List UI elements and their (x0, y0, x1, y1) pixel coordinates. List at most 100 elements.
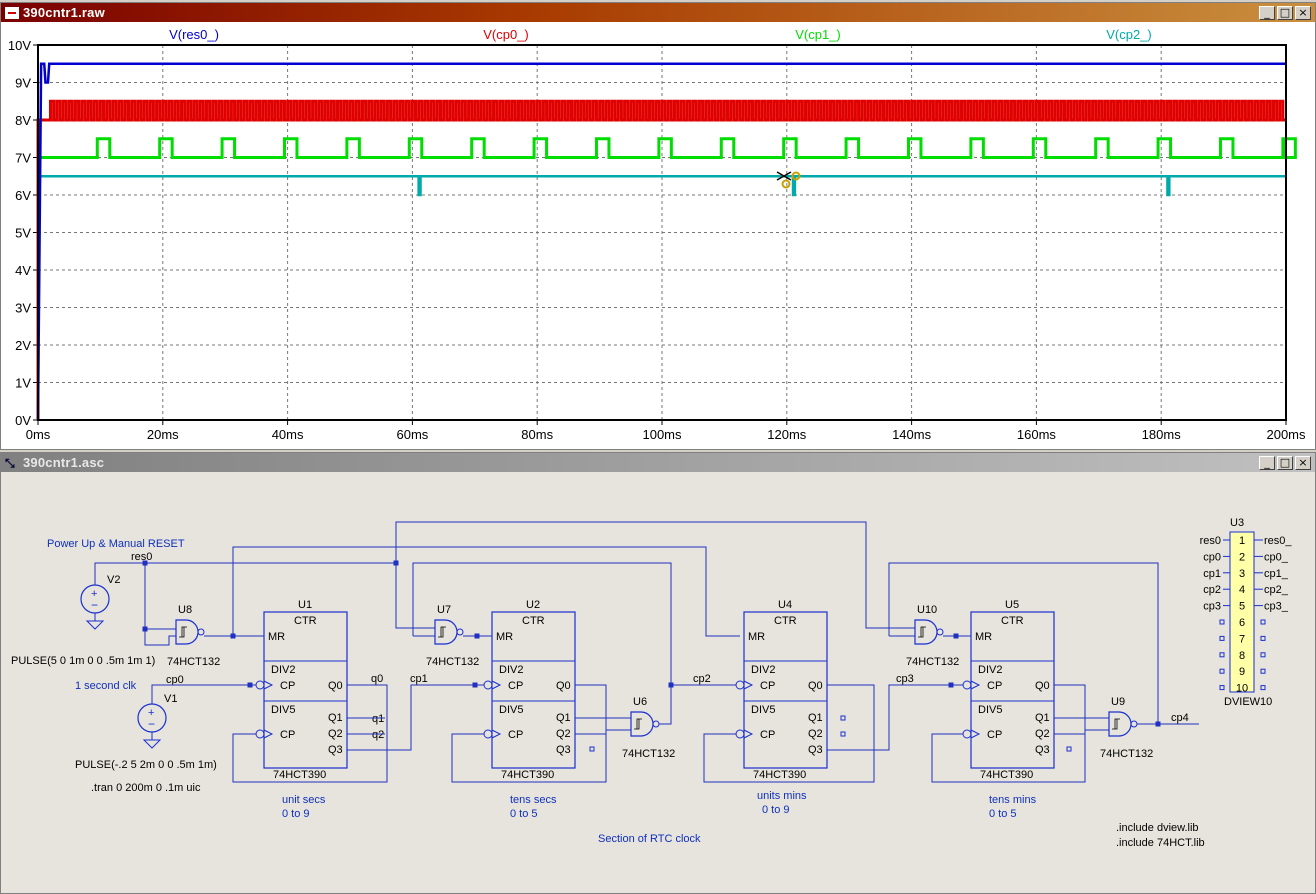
counter-u2-cp-bubble (483, 680, 493, 690)
waveform-app-icon (5, 6, 19, 19)
x-tick-label: 0ms (26, 427, 51, 442)
y-tick-label: 9V (15, 76, 31, 91)
dview-open-pin (1219, 619, 1225, 625)
junction-dot (474, 633, 480, 639)
dview-pin-number: 9 (1239, 666, 1245, 678)
v2-pulse-label: PULSE(5 0 1m 0 0 .5m 1m 1) (11, 655, 155, 667)
wire (575, 729, 631, 735)
counter-u5-part: 74HCT390 (980, 769, 1033, 781)
counter-u4-cp-bubble (735, 680, 745, 690)
counter-u4-ctr: CTR (774, 615, 797, 627)
gate-u6-bubble (652, 720, 660, 728)
legend-V(cp0_): V(cp0_) (483, 27, 529, 42)
waveform-titlebar[interactable]: 390cntr1.raw _ □ × (1, 3, 1315, 22)
counter-u2-div5: DIV5 (499, 704, 523, 716)
schematic-titlebar[interactable]: ⤡ 390cntr1.asc _ □ × (1, 453, 1315, 472)
minimize-button[interactable]: _ (1259, 455, 1275, 470)
counter-u5-clk-arrow (970, 729, 981, 739)
counter-u1-body (263, 611, 348, 769)
dview-left-label: cp3 (1203, 601, 1221, 613)
counter-u4-desc1: units mins (757, 790, 807, 802)
wire (144, 563, 176, 630)
gate-u7-part: 74HCT132 (426, 656, 479, 668)
dview-left-label: cp2 (1203, 584, 1221, 596)
counter-u5-pin-cp: CP (987, 680, 1002, 692)
series-line-cp1 (36, 137, 1297, 420)
dview-ref: U3 (1230, 517, 1244, 529)
gate-u10-body (914, 619, 938, 645)
counter-u2-pin-q2: Q2 (556, 728, 571, 740)
y-tick-label: 0V (15, 413, 31, 428)
probe-ring (791, 171, 801, 181)
counter-u2-clk-arrow (491, 680, 502, 690)
gate-u9-body (1108, 711, 1132, 737)
y-tick-label: 7V (15, 151, 31, 166)
dview-pin-number: 7 (1239, 633, 1245, 645)
y-tick-label: 6V (15, 188, 31, 203)
gate-u10-bubble (936, 628, 944, 636)
dview-open-pin (1260, 619, 1266, 625)
x-tick-label: 20ms (147, 427, 179, 442)
counter-u4-div2: DIV2 (751, 664, 775, 676)
section-label: Section of RTC clock (598, 833, 701, 845)
counter-u1-clk-arrow (263, 729, 274, 739)
net-label-q1: q1 (372, 713, 384, 725)
dview-pin-number: 8 (1239, 650, 1245, 662)
junction-dot (953, 633, 959, 639)
dview-name: DVIEW10 (1224, 696, 1272, 708)
wire (347, 684, 484, 751)
counter-u4-pin-cp: CP (760, 680, 775, 692)
power-up-label: Power Up & Manual RESET (47, 538, 185, 550)
schmitt-icon (438, 626, 446, 638)
minimize-button[interactable]: _ (1259, 5, 1275, 20)
counter-u4-pin-mr: MR (748, 631, 765, 643)
v2-plus: + (91, 588, 97, 600)
dview-pin-number: 4 (1239, 584, 1245, 596)
gate-u7-body (434, 619, 458, 645)
schmitt-icon (179, 626, 187, 638)
counter-u5-ctr: CTR (1001, 615, 1024, 627)
counter-u4-clk-arrow (743, 680, 754, 690)
close-button[interactable]: × (1295, 455, 1311, 470)
maximize-button[interactable]: □ (1277, 455, 1293, 470)
counter-u4-pin-q0: Q0 (808, 680, 823, 692)
dview-right-label: cp3_ (1264, 601, 1289, 613)
dview-pin-number: 6 (1239, 617, 1245, 629)
ground-icon (85, 620, 105, 630)
counter-u1-pin-cp: CP (280, 680, 295, 692)
gate-u8-bubble (197, 628, 205, 636)
maximize-button[interactable]: □ (1277, 5, 1293, 20)
junction-dot (472, 682, 478, 688)
counter-u1-pin-q0: Q0 (328, 680, 343, 692)
probe-cursor-icon (776, 171, 801, 189)
counter-u5-cp-bubble (962, 680, 972, 690)
dview-open-pin (1219, 635, 1225, 641)
wire (151, 684, 256, 704)
dview-right-label: cp1_ (1264, 568, 1289, 580)
counter-u2-part: 74HCT390 (501, 769, 554, 781)
dview-open-pin (1260, 668, 1266, 674)
counter-u4-pin-q1: Q1 (808, 712, 823, 724)
open-pin (589, 746, 595, 752)
dview-pin-number: 1 (1239, 535, 1245, 547)
schematic-app-icon: ⤡ (5, 455, 15, 470)
schmitt-icon (1112, 718, 1120, 730)
legend-V(cp1_): V(cp1_) (795, 27, 841, 42)
net-label-cp1: cp1 (410, 673, 428, 685)
dview-right-label: res0_ (1264, 535, 1292, 547)
close-button[interactable]: × (1295, 5, 1311, 20)
dview-open-pin (1260, 685, 1266, 691)
dview-left-label: res0 (1200, 535, 1221, 547)
y-tick-label: 1V (15, 376, 31, 391)
clk-label: 1 second clk (75, 680, 137, 692)
open-pin (1066, 746, 1072, 752)
counter-u4-cp-bubble (735, 729, 745, 739)
counter-u1-part: 74HCT390 (273, 769, 326, 781)
tran-directive: .tran 0 200m 0 .1m uic (91, 782, 201, 794)
counter-u2-div2: DIV2 (499, 664, 523, 676)
counter-u5-pin-cp2: CP (987, 729, 1002, 741)
